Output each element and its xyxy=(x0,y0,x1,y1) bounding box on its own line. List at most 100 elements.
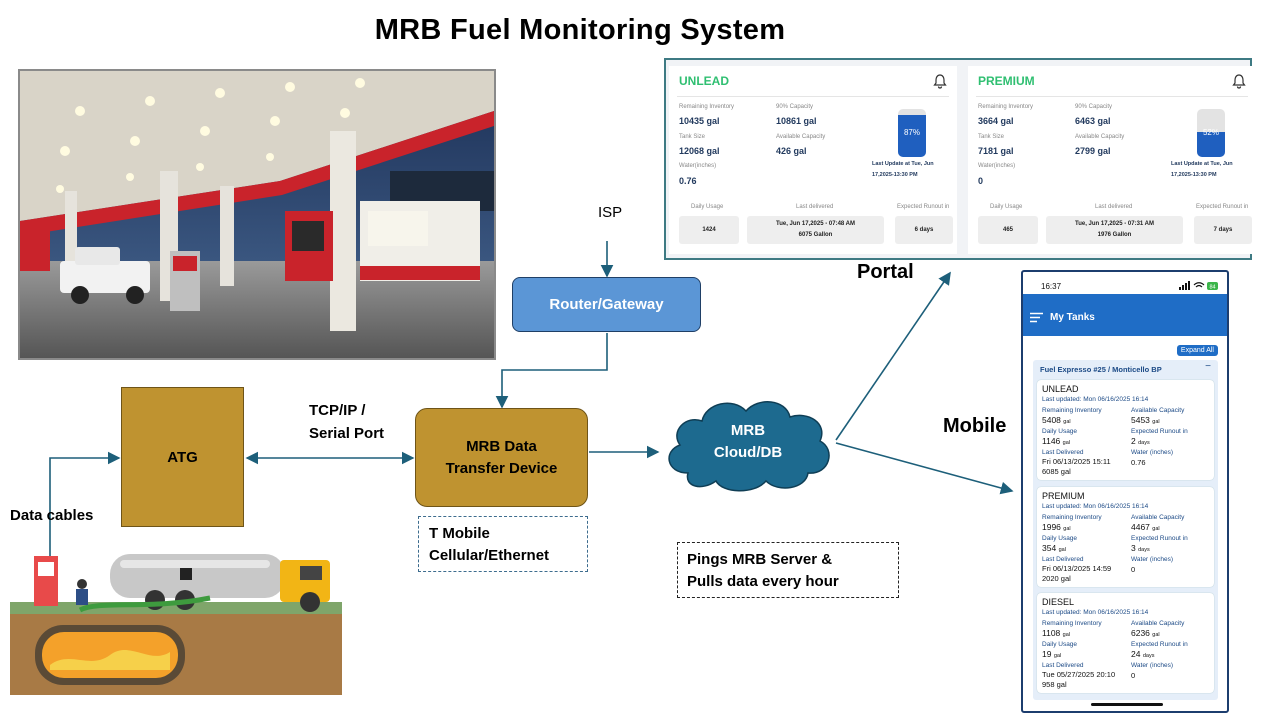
tank-value: 7181 gal xyxy=(978,146,1014,156)
cap90-value: 6463 gal xyxy=(1075,116,1111,126)
unit-gal: gal xyxy=(1152,419,1160,425)
portal-tank-name: PREMIUM xyxy=(978,74,1035,88)
app-header xyxy=(1023,294,1227,336)
last-update: Last Update at Tue, Jun 17,2025-13:30 PM xyxy=(872,159,934,181)
expand-all-button[interactable]: Expand All xyxy=(1176,345,1218,356)
tank-card-diesel[interactable]: DIESEL Last updated: Mon 06/16/2025 16:1… xyxy=(1037,593,1214,693)
runout-label: Expected Runout in xyxy=(1131,428,1188,435)
last-update-line2: 17,2025-13:30 PM xyxy=(872,172,918,178)
unit-gal: gal xyxy=(1152,632,1160,638)
last-delivered-qty: 6085 gal xyxy=(1042,467,1071,476)
status-time: 16:37 xyxy=(1041,282,1062,291)
remaining-label: Remaining Inventory xyxy=(679,104,735,110)
avail-label: Available Capacity xyxy=(776,134,826,140)
remaining-value: 1996 xyxy=(1042,522,1061,532)
menu-icon[interactable] xyxy=(1030,312,1043,323)
tank-label: Tank Size xyxy=(978,134,1005,140)
daily-label: Daily Usage xyxy=(1042,535,1078,542)
cap90-label: 90% Capacity xyxy=(776,104,814,110)
remaining-label: Remaining Inventory xyxy=(1042,620,1102,627)
tank-level-gauge: 87% xyxy=(898,109,926,157)
diagram-title: MRB Fuel Monitoring System xyxy=(374,14,786,46)
unit-gal: gal xyxy=(1058,547,1066,553)
available-value: 5453 xyxy=(1131,415,1150,425)
unit-gal: gal xyxy=(1053,653,1062,659)
router-gateway-box: Router/Gateway xyxy=(512,277,701,332)
runout-label: Expected Runout in xyxy=(897,204,950,210)
daily-label: Daily Usage xyxy=(1042,428,1078,435)
tank-card-unlead[interactable]: UNLEAD Last updated: Mon 06/16/2025 16:1… xyxy=(1037,380,1214,480)
status-icons: 84 xyxy=(1179,281,1218,290)
data-cables-label: Data cables xyxy=(10,507,94,524)
daily-label: Daily Usage xyxy=(990,204,1023,210)
fuel-tank-illustration xyxy=(10,540,342,695)
tank-card-premium[interactable]: PREMIUM Last updated: Mon 06/16/2025 16:… xyxy=(1037,487,1214,587)
home-indicator xyxy=(1091,703,1163,706)
runout-value: 3 xyxy=(1131,543,1136,553)
last-update: Last Update at Tue, Jun 17,2025-13:30 PM xyxy=(1171,159,1233,181)
water-value: 0 xyxy=(1131,565,1136,574)
remaining-label: Remaining Inventory xyxy=(1042,407,1102,414)
tmobile-note: T Mobile Cellular/Ethernet xyxy=(418,516,588,572)
bell-icon[interactable] xyxy=(933,74,947,89)
mobile-label: Mobile xyxy=(943,415,1007,437)
runout-value: 2 xyxy=(1131,436,1136,446)
tank-value: 12068 gal xyxy=(679,146,720,156)
daily-value: 1146 xyxy=(1042,436,1061,446)
last-update-line2: 17,2025-13:30 PM xyxy=(1171,172,1217,178)
bell-icon[interactable] xyxy=(1232,74,1246,89)
water-value: 0 xyxy=(1131,671,1136,680)
remaining-value: 3664 gal xyxy=(978,116,1014,126)
last-delivered-qty: 958 gal xyxy=(1042,680,1067,689)
water-label: Water(inches) xyxy=(679,163,717,169)
unit-gal: gal xyxy=(1063,419,1071,425)
tank-name: DIESEL xyxy=(1042,597,1075,607)
portal-label: Portal xyxy=(857,261,914,283)
daily-usage-box: 1424 xyxy=(679,216,739,244)
available-label: Available Capacity xyxy=(1131,407,1185,414)
cloud-line1: MRB xyxy=(730,422,766,439)
tank-name: UNLEAD xyxy=(1042,384,1079,394)
battery-level: 84 xyxy=(1209,284,1215,290)
water-label: Water (inches) xyxy=(1131,556,1174,563)
water-value: 0 xyxy=(978,176,984,186)
daily-value: 19 xyxy=(1042,649,1052,659)
unit-gal: gal xyxy=(1062,440,1070,446)
daily-value: 354 xyxy=(1042,543,1057,553)
water-label: Water (inches) xyxy=(1131,662,1174,669)
remaining-label: Remaining Inventory xyxy=(978,104,1034,110)
site-group: Fuel Expresso #25 / Monticello BP − UNLE… xyxy=(1033,360,1218,700)
tank-level-percent: 52% xyxy=(1202,128,1219,137)
pings-line1: Pings MRB Server & xyxy=(687,551,833,568)
atg-box: ATG xyxy=(121,387,244,527)
unit-days: days xyxy=(1138,547,1150,553)
unit-days: days xyxy=(1142,653,1155,659)
water-label: Water(inches) xyxy=(978,163,1016,169)
runout-label: Expected Runout in xyxy=(1131,535,1188,542)
available-label: Available Capacity xyxy=(1131,514,1185,521)
available-value: 4467 xyxy=(1131,522,1150,532)
cap90-label: 90% Capacity xyxy=(1075,104,1113,110)
app-title: My Tanks xyxy=(1050,312,1095,323)
pings-line2: Pulls data every hour xyxy=(687,573,839,590)
gas-station-photo xyxy=(18,69,496,360)
last-delivered-label: Last Delivered xyxy=(1042,662,1084,669)
tank-level-fill xyxy=(1197,132,1225,157)
remaining-value: 5408 xyxy=(1042,415,1061,425)
cap90-value: 10861 gal xyxy=(776,116,817,126)
last-delivered-date: Tue, Jun 17,2025 - 07:48 AM xyxy=(775,221,856,227)
runout-label: Expected Runout in xyxy=(1196,204,1249,210)
last-delivered-date: Fri 06/13/2025 15:11 xyxy=(1042,457,1111,466)
portal-dashboard: UNLEAD Remaining Inventory 10435 gal 90%… xyxy=(664,58,1256,260)
mrb-line1: MRB Data xyxy=(466,437,537,455)
tank-level-percent: 87% xyxy=(903,128,920,137)
last-updated: Last updated: Mon 06/16/2025 16:14 xyxy=(1042,503,1149,510)
available-label: Available Capacity xyxy=(1131,620,1185,627)
available-value: 6236 xyxy=(1131,628,1150,638)
collapse-button[interactable]: − xyxy=(1205,361,1211,372)
last-update-line1: Last Update at Tue, Jun xyxy=(872,161,934,167)
runout-value: 24 xyxy=(1131,649,1141,659)
daily-usage-value: 465 xyxy=(1002,226,1013,233)
tmobile-line2: Cellular/Ethernet xyxy=(429,547,550,564)
runout-value: 6 days xyxy=(914,226,934,233)
